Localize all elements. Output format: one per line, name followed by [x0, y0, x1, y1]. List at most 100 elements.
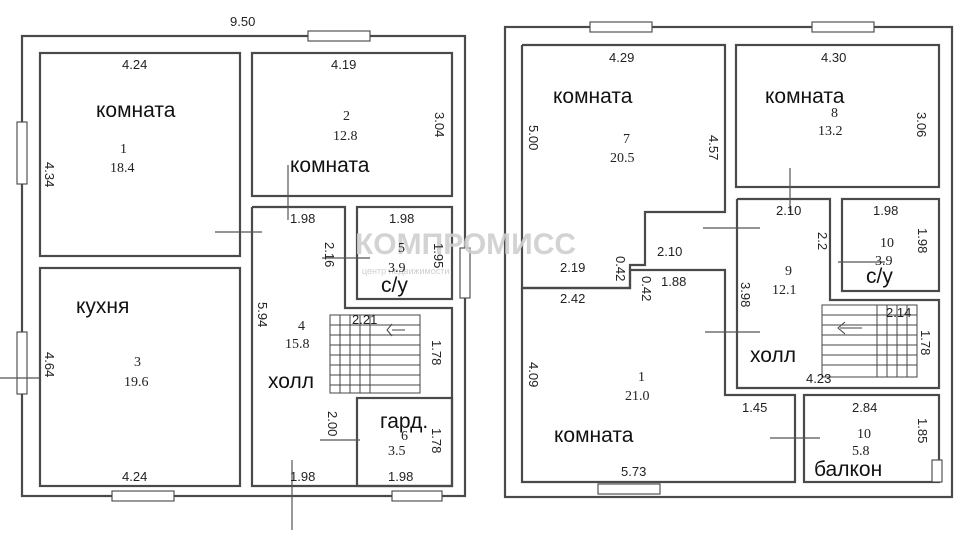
dim-label: 1.78: [429, 428, 444, 453]
room-area: 12.1: [772, 283, 797, 298]
window: [111, 490, 175, 502]
room1-outline: [38, 51, 242, 258]
room5-outline: [355, 205, 454, 301]
room-label: балкон: [814, 458, 882, 481]
overall-width-label: 9.50: [230, 14, 255, 29]
floor1-labels: 9.50 комната 1 18.4 комната 2 12.8 кухня…: [42, 14, 447, 484]
floor2-plan: [503, 21, 954, 499]
window: [307, 30, 371, 42]
dim-label: 4.24: [122, 469, 147, 484]
dim-label: 3.04: [432, 112, 447, 137]
dim-label: 2.00: [325, 411, 340, 436]
floor2-outer-wall: [503, 25, 954, 499]
dim-label: 4.24: [122, 57, 147, 72]
dim-label: 5.73: [621, 464, 646, 479]
room-label: с/у: [866, 265, 893, 288]
dim-label: 1.45: [742, 400, 767, 415]
dim-label: 4.34: [42, 162, 57, 187]
floor2-labels: комната 7 20.5 комната 8 13.2 холл 9 12.…: [526, 50, 933, 481]
room-label: комната: [765, 85, 845, 108]
dim-label: 0.42: [639, 276, 654, 301]
watermark-tagline: центр недвижимости: [362, 266, 449, 276]
room-number: 1: [120, 142, 127, 157]
room2-outline: [250, 51, 454, 198]
room-number: 7: [623, 132, 630, 147]
floor1-stairs: [329, 314, 421, 394]
dim-label: 5.00: [526, 125, 541, 150]
dim-label: 4.29: [609, 50, 634, 65]
dim-label: 2.42: [560, 291, 585, 306]
room-number: 2: [343, 109, 350, 124]
room-number: 8: [831, 106, 838, 121]
room-number: 10: [857, 427, 871, 442]
room-area: 3.5: [388, 444, 406, 459]
window: [16, 331, 28, 395]
dim-label: 2.10: [776, 203, 801, 218]
room-label: комната: [554, 424, 634, 447]
dim-label: 3.06: [914, 112, 929, 137]
room-number: 6: [401, 429, 408, 444]
dim-label: 3.98: [738, 282, 753, 307]
window: [597, 483, 661, 495]
room-area: 12.8: [333, 129, 358, 144]
dim-label: 1.78: [429, 340, 444, 365]
room-area: 3.9: [388, 261, 406, 276]
dim-label: 1.98: [290, 211, 315, 226]
room-number: 10: [880, 236, 894, 251]
dim-label: 1.85: [915, 418, 930, 443]
room-area: 3.9: [875, 254, 893, 269]
dim-label: 1.98: [290, 469, 315, 484]
floor2-stairs: [821, 304, 918, 378]
window: [391, 490, 443, 502]
room-number: 4: [298, 319, 305, 334]
dim-label: 2.10: [657, 244, 682, 259]
dim-label: 2.21: [352, 312, 377, 327]
room-label: комната: [553, 85, 633, 108]
window: [589, 21, 653, 33]
room8-outline: [734, 43, 941, 189]
room-area: 15.8: [285, 337, 310, 352]
room-area: 5.8: [852, 444, 870, 459]
dim-label: 1.88: [661, 274, 686, 289]
room-label: кухня: [76, 295, 129, 318]
room6-outline: [355, 396, 454, 488]
room-area: 20.5: [610, 151, 635, 166]
dim-label: 1.98: [873, 203, 898, 218]
window: [16, 121, 28, 185]
dim-label: 1.98: [915, 228, 930, 253]
room-area: 21.0: [625, 389, 650, 404]
dim-label: 4.09: [526, 362, 541, 387]
dim-label: 1.98: [388, 469, 413, 484]
dim-label: 4.64: [42, 352, 57, 377]
dim-label: 1.95: [431, 243, 446, 268]
room-area: 19.6: [124, 375, 149, 390]
window: [931, 459, 943, 483]
dim-label: 4.57: [706, 135, 721, 160]
dim-label: 4.23: [806, 371, 831, 386]
room4-outline: [250, 205, 454, 488]
dim-label: 1.78: [918, 330, 933, 355]
room-area: 13.2: [818, 124, 843, 139]
room-number: 5: [398, 241, 405, 256]
dim-label: 0.42: [613, 256, 628, 281]
dim-label: 2.16: [322, 242, 337, 267]
dim-label: 4.19: [331, 57, 356, 72]
dim-label: 2.2: [815, 232, 830, 250]
room-label: холл: [268, 370, 314, 393]
room10-outline: [840, 197, 941, 293]
dim-label: 2.14: [886, 305, 911, 320]
floor1-plan: [0, 30, 471, 530]
room9-outline: [735, 197, 941, 390]
room-label: холл: [750, 344, 796, 367]
room-area: 18.4: [110, 161, 135, 176]
dim-label: 2.19: [560, 260, 585, 275]
room-label: гард.: [380, 410, 428, 433]
dim-label: 5.94: [255, 302, 270, 327]
room-label: комната: [96, 99, 176, 122]
room-label: с/у: [381, 274, 408, 297]
room3-outline: [38, 266, 242, 488]
room-number: 1: [638, 370, 645, 385]
window: [459, 247, 471, 299]
dim-label: 2.84: [852, 400, 877, 415]
